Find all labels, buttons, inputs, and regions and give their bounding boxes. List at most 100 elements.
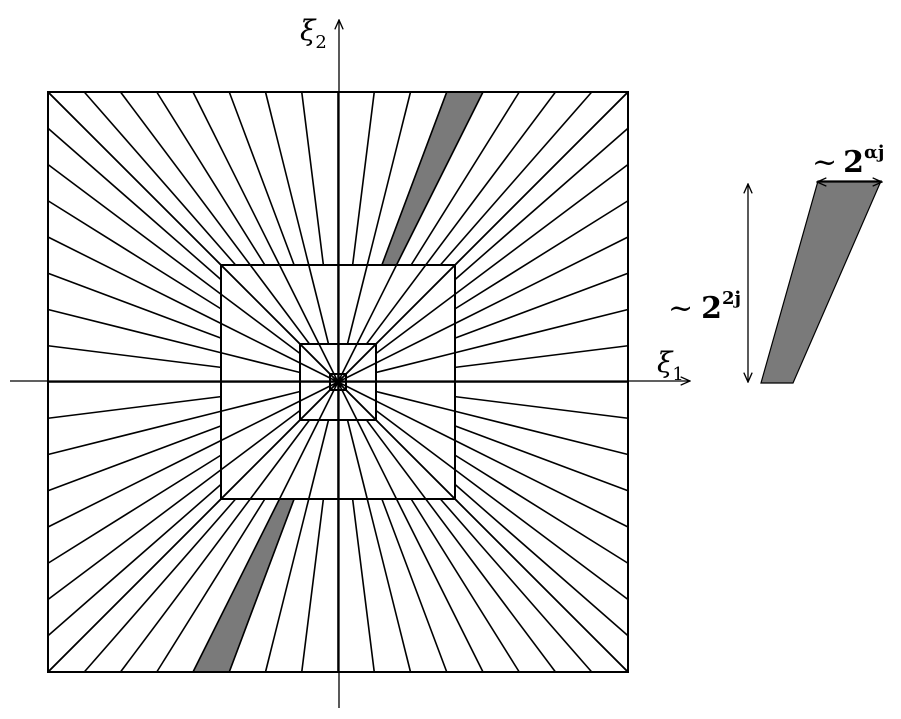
wedge-line xyxy=(454,498,629,673)
wedge-line xyxy=(351,91,376,266)
wedge-line xyxy=(47,395,222,420)
wedge-line xyxy=(299,389,331,421)
wedge-line xyxy=(425,91,557,266)
wedge-line xyxy=(47,127,222,281)
wedge-line xyxy=(375,322,456,364)
xi1-symbol: ξ xyxy=(657,346,674,379)
wedge-line xyxy=(345,343,377,375)
wedge-line xyxy=(351,498,376,673)
wedge-line xyxy=(454,308,629,354)
height-base: 2 xyxy=(701,291,722,326)
wedge-line xyxy=(365,264,427,345)
wedge-line xyxy=(375,293,456,355)
wedge-line xyxy=(299,362,331,379)
wedge-line xyxy=(47,483,222,637)
wedge-line xyxy=(345,389,377,421)
wedge-line xyxy=(47,410,222,456)
wedge-line xyxy=(47,344,222,369)
xi1-subscript: 1 xyxy=(672,364,683,385)
wedge-line xyxy=(318,389,335,421)
wedge-line xyxy=(47,163,222,295)
shaded-wedge-bottom xyxy=(192,498,295,673)
wedge-line xyxy=(119,91,251,266)
wedge-line xyxy=(375,400,456,442)
shaded-wedge-top xyxy=(381,91,484,266)
width-exponent: αj xyxy=(864,142,884,163)
dyadic-squares xyxy=(47,91,629,673)
wedge-line xyxy=(375,419,456,500)
wedge-line xyxy=(249,264,311,345)
xi2-label: ξ2 xyxy=(300,14,327,53)
wedge-line xyxy=(220,400,301,442)
width-annotation: ~2αj xyxy=(812,142,884,180)
wedge-line xyxy=(341,389,358,421)
wedge-line xyxy=(47,454,222,564)
wedge-line xyxy=(47,236,222,325)
wedge-line xyxy=(299,343,331,375)
wedge-line xyxy=(366,498,412,673)
wedge-line xyxy=(249,419,311,500)
wedge-line xyxy=(47,200,222,310)
wedge-line xyxy=(439,91,593,266)
wedge-line xyxy=(454,344,629,369)
dyadic-square-0 xyxy=(47,91,629,673)
wedge-line xyxy=(410,498,520,673)
wedge-line xyxy=(47,272,222,339)
wedge-line xyxy=(375,390,456,413)
single-wedge-shape xyxy=(760,180,882,384)
wedge-line xyxy=(356,264,398,345)
wedge-line xyxy=(220,419,301,500)
wedge-line xyxy=(220,351,301,374)
wedge-line xyxy=(299,385,331,402)
wedge-line xyxy=(454,469,629,601)
height-exponent: 2j xyxy=(722,288,741,309)
dyadic-square-3 xyxy=(329,373,347,391)
wedge-line xyxy=(345,362,377,379)
wedge-line xyxy=(454,272,629,339)
wedge-line xyxy=(307,264,330,345)
wedge-line xyxy=(454,454,629,564)
wedge-line xyxy=(119,498,251,673)
wedge-line xyxy=(454,425,629,492)
wedge-line xyxy=(454,163,629,295)
height-annotation: ~22j xyxy=(668,288,741,326)
wedge-line xyxy=(192,91,281,266)
wedge-line xyxy=(454,236,629,325)
wedge-line xyxy=(220,409,301,471)
wedge-line xyxy=(454,410,629,456)
wedge-line xyxy=(329,381,339,391)
wedge-line xyxy=(346,264,369,345)
wedge-line xyxy=(341,343,358,375)
wedge-line xyxy=(366,91,412,266)
wedge-line xyxy=(346,419,369,500)
width-tilde: ~ xyxy=(812,145,837,180)
wedge-line xyxy=(307,419,330,500)
wedge-line xyxy=(300,498,325,673)
wedge-line xyxy=(83,498,237,673)
wedge-line xyxy=(410,91,520,266)
wedge-line xyxy=(454,483,629,637)
wedge-line xyxy=(278,419,320,500)
wedge-line xyxy=(375,351,456,374)
wedge-line xyxy=(381,498,448,673)
wedge-line xyxy=(47,91,222,266)
wedge-line xyxy=(264,498,310,673)
wedge-line xyxy=(375,264,456,345)
wedge-lines xyxy=(47,91,629,673)
xi1-label: ξ1 xyxy=(657,346,684,385)
dyadic-square-1 xyxy=(220,264,456,500)
wedge-line xyxy=(192,498,281,673)
wedge-line xyxy=(318,343,335,375)
wedge-line xyxy=(47,469,222,601)
wedge-line xyxy=(47,308,222,354)
wedge-line xyxy=(83,91,237,266)
wedge-line xyxy=(345,385,377,402)
wedge-line xyxy=(228,91,295,266)
xi2-symbol: ξ xyxy=(300,14,317,47)
wedge-line xyxy=(220,322,301,364)
wedge-line xyxy=(439,498,593,673)
wedge-line xyxy=(454,395,629,420)
wedge-line xyxy=(395,498,484,673)
xi2-subscript: 2 xyxy=(315,32,326,53)
